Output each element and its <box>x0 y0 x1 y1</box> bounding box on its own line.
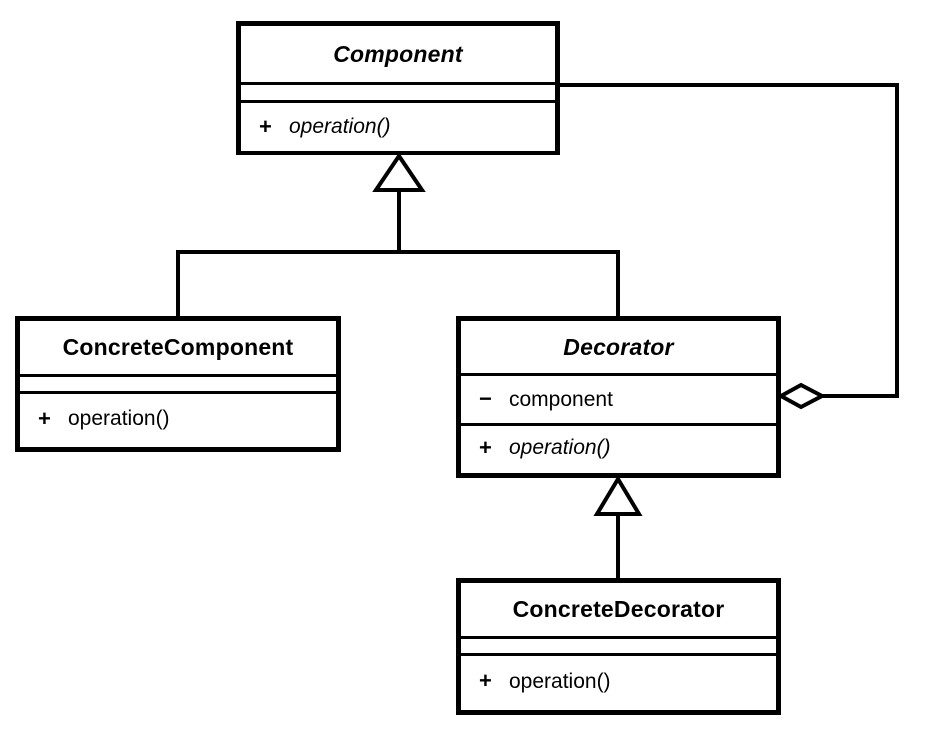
operation-label: operation() <box>289 115 391 139</box>
hollow-triangle-arrowhead <box>593 475 643 516</box>
class-name-concrete-decorator: ConcreteDecorator <box>461 583 776 636</box>
class-name-decorator: Decorator <box>461 321 776 373</box>
visibility-marker: + <box>479 668 492 694</box>
aggregation-decorator-component <box>558 83 899 410</box>
operation-label: operation() <box>509 436 611 460</box>
attributes-compartment-decorator: − component <box>461 373 776 423</box>
attribute-row: − component <box>479 387 776 411</box>
operation-row: + operation() <box>479 434 776 460</box>
class-name-component: Component <box>241 26 555 82</box>
class-box-decorator[interactable]: Decorator − component + operation() <box>456 316 781 478</box>
class-box-concrete-decorator[interactable]: ConcreteDecorator + operation() <box>456 578 781 715</box>
class-name-concrete-component: ConcreteComponent <box>20 321 336 374</box>
class-box-component[interactable]: Component + operation() <box>236 21 560 155</box>
operation-row: + operation() <box>479 669 776 693</box>
operation-label: operation() <box>509 669 611 693</box>
attributes-compartment-concrete-decorator <box>461 636 776 653</box>
visibility-marker: + <box>479 434 492 460</box>
operations-compartment-concrete-decorator: + operation() <box>461 653 776 707</box>
visibility-marker: + <box>38 405 51 431</box>
generalization-concrete-decorator <box>593 475 643 580</box>
operation-row: + operation() <box>259 113 555 139</box>
generalization-tree-component <box>176 152 620 319</box>
operation-label: operation() <box>68 407 170 431</box>
operations-compartment-concrete-component: + operation() <box>20 391 336 444</box>
attribute-label: component <box>509 387 613 411</box>
hollow-diamond-arrowhead <box>776 382 827 410</box>
operation-row: + operation() <box>38 405 336 431</box>
visibility-marker: + <box>259 113 272 139</box>
hollow-triangle-arrowhead <box>372 152 426 192</box>
operations-compartment-component: + operation() <box>241 100 555 151</box>
attributes-compartment-component <box>241 82 555 100</box>
visibility-marker: − <box>479 386 492 412</box>
class-box-concrete-component[interactable]: ConcreteComponent + operation() <box>15 316 341 452</box>
attributes-compartment-concrete-component <box>20 374 336 391</box>
operations-compartment-decorator: + operation() <box>461 423 776 470</box>
